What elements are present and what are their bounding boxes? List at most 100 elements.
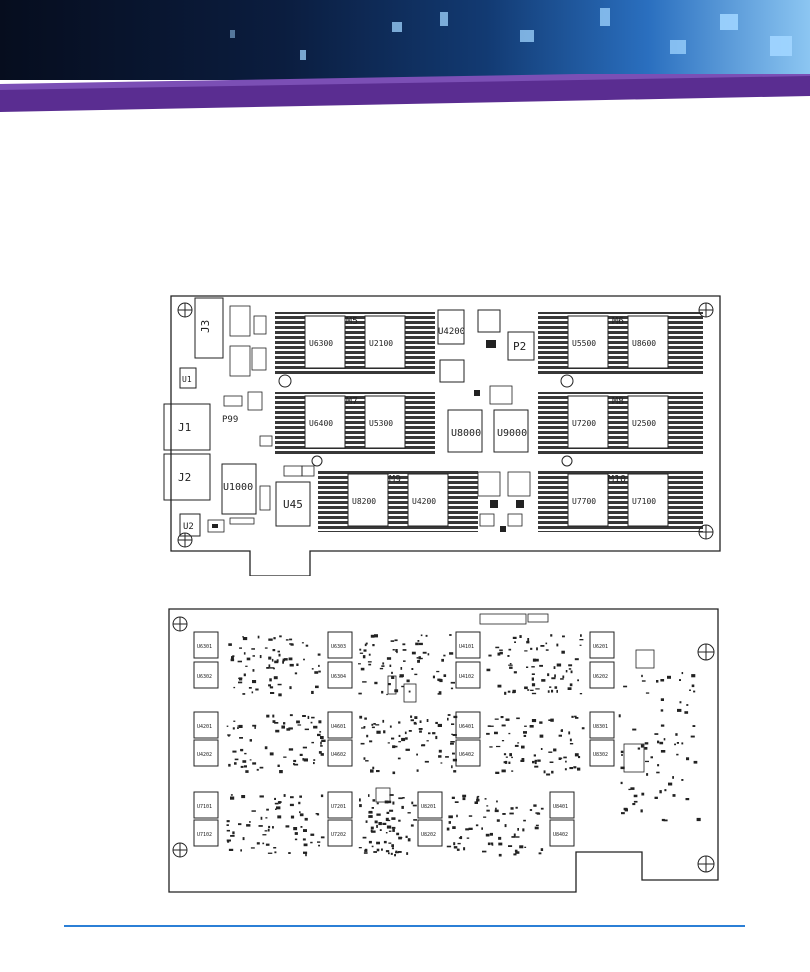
- chip-label: U6402: [459, 752, 474, 758]
- smd-part: [514, 849, 518, 852]
- smd-part: [274, 722, 279, 724]
- smd-part: [297, 724, 302, 726]
- smd-part: [364, 643, 367, 647]
- connector-label-j3: J3: [199, 320, 212, 333]
- smd-part: [503, 761, 506, 764]
- smd-part: [504, 691, 507, 695]
- smd-part: [388, 842, 392, 844]
- smd-part: [531, 666, 535, 668]
- smd-part: [385, 817, 389, 821]
- smd-part: [228, 848, 234, 851]
- smd-part: [453, 846, 458, 849]
- module-m6: [538, 312, 703, 374]
- smd-part: [447, 717, 449, 721]
- smd-part: [407, 812, 411, 814]
- connector-label-j1: J1: [178, 421, 191, 434]
- smd-part: [386, 811, 390, 814]
- smd-part: [550, 718, 554, 722]
- smd-part: [516, 717, 520, 720]
- smd-part: [505, 760, 508, 764]
- smd-part: [568, 668, 572, 670]
- smd-part: [246, 657, 251, 661]
- smd-part: [554, 674, 556, 678]
- smd-part: [282, 660, 284, 664]
- smd-part: [293, 759, 297, 763]
- smd-part: [252, 680, 257, 684]
- memory-label: U5500: [572, 339, 596, 348]
- smd-part: [260, 816, 263, 820]
- chip-label: U7201: [331, 804, 346, 810]
- smd-part: [401, 685, 404, 688]
- smd-part: [498, 853, 502, 857]
- smd-part: [392, 649, 395, 651]
- smd-part: [237, 725, 240, 727]
- smd-part: [428, 732, 431, 735]
- smd-part: [359, 652, 364, 654]
- smd-part: [273, 676, 278, 680]
- smd-part: [495, 807, 497, 810]
- smd-part: [274, 802, 279, 805]
- smd-part: [386, 657, 392, 660]
- smd-part: [405, 737, 408, 740]
- smd-part: [240, 749, 243, 752]
- smd-part: [362, 655, 366, 659]
- smd-part: [370, 634, 375, 638]
- smd-part: [264, 830, 268, 832]
- chip-label-u9000: U9000: [497, 428, 527, 439]
- smd-part: [454, 801, 459, 803]
- smd-part: [275, 808, 277, 810]
- smd-part: [550, 634, 553, 637]
- smd-part: [546, 773, 551, 776]
- smd-part: [633, 800, 638, 803]
- smd-part: [252, 724, 257, 727]
- smd-part: [620, 781, 623, 785]
- bottom-board-diagram: U6301 U6302 U6303 U6304 U4101 U4102 U620…: [168, 608, 719, 893]
- smd-part: [443, 654, 446, 657]
- smd-part: [234, 762, 237, 765]
- smd-part: [456, 814, 458, 818]
- smd-part: [534, 658, 539, 662]
- banner-cube: [670, 40, 686, 54]
- smd-part: [450, 681, 455, 684]
- smd-part: [569, 743, 574, 745]
- smd-part: [531, 673, 535, 675]
- smd-part: [259, 795, 264, 798]
- smd-part: [684, 711, 689, 714]
- smd-part: [315, 685, 319, 689]
- smd-part: [262, 834, 267, 836]
- smd-part: [402, 643, 406, 646]
- smd-part: [569, 738, 572, 742]
- smd-part: [372, 644, 375, 647]
- module-m9: [318, 470, 478, 532]
- smd-part: [276, 806, 281, 810]
- chip-label: U8402: [553, 832, 568, 838]
- smd-part: [364, 849, 368, 852]
- smd-part: [578, 756, 581, 759]
- smd-part: [418, 657, 423, 660]
- smd-part: [294, 832, 298, 835]
- chip-label-u1000: U1000: [223, 482, 253, 493]
- smd-part: [570, 670, 573, 674]
- smd-part: [691, 684, 695, 688]
- smd-part: [563, 756, 567, 759]
- smd-part: [289, 663, 294, 667]
- smd-part: [468, 827, 473, 830]
- smd-part: [376, 841, 380, 845]
- smd-part: [244, 752, 247, 755]
- smd-part: [579, 693, 583, 695]
- chip-label: U7101: [197, 804, 212, 810]
- smd-part: [395, 850, 398, 854]
- smd-part: [320, 745, 323, 747]
- smd-part: [452, 758, 457, 762]
- smd-part: [421, 744, 426, 746]
- smd-part: [419, 730, 422, 733]
- smd-part: [320, 753, 324, 756]
- smd-part: [508, 648, 512, 651]
- smd-part: [389, 794, 394, 796]
- smd-part: [534, 765, 539, 768]
- smd-part: [640, 809, 643, 813]
- smd-part: [368, 815, 373, 818]
- smd-part: [383, 840, 387, 844]
- smd-part: [274, 797, 276, 800]
- smd-part: [256, 842, 260, 845]
